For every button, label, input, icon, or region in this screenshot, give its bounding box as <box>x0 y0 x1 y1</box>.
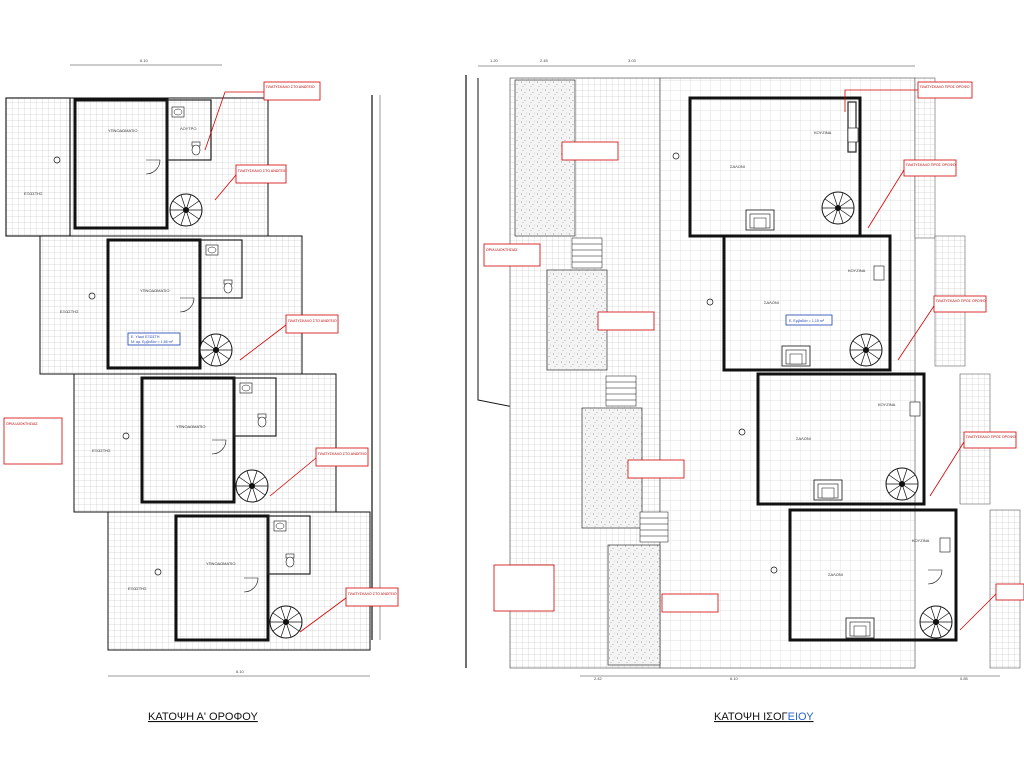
room-label-ground-3: ΣΑΛΟΝΙ <box>796 436 811 441</box>
blue-area-note-upper <box>127 332 181 346</box>
blue-area-note-ground <box>785 314 833 326</box>
upper-floor-plan: 6.10 ΥΠΝΟΔΩΜΑΤΙΟ ΛΟΥΤΡΟ ΕΞΩΣΤΗΣ ΥΠΝΟΔΩΜΑ… <box>3 58 399 723</box>
room-label-upper-4: ΥΠΝΟΔΩΜΑΤΙΟ <box>206 561 236 566</box>
blue-area-note-line2: Μ: αρ. Εμβαδόν = 1,65 m² <box>131 340 174 344</box>
svg-text:ΠΛΑΤΥΣΚΑΛΟ ΠΡΟΣ ΟΡΟΦΟ: ΠΛΑΤΥΣΚΑΛΟ ΠΡΟΣ ΟΡΟΦΟ <box>936 299 986 303</box>
dim-ground-top-3: 3.03 <box>628 58 637 63</box>
ground-note-1: ΠΛΑΤΥΣΚΑΛΟ ΠΡΟΣ ΟΡΟΦΟ <box>920 85 970 89</box>
dim-upper-bottom: 6.10 <box>236 669 245 674</box>
svg-text:ΠΛΑΤΥΣΚΑΛΟ ΣΤΟ ΑΝΩΓΕΙΟ: ΠΛΑΤΥΣΚΑΛΟ ΣΤΟ ΑΝΩΓΕΙΟ <box>318 452 367 456</box>
ground-floor-plan: 1.20 2.45 3.03 ΣΑΛΟΝΙ ΚΟΥΖΙΝΑ <box>465 58 1024 723</box>
kitchen-label-ground-1: ΚΟΥΖΙΝΑ <box>814 130 832 135</box>
blue-area-note-line1: Ε. Υλικό ΕΞΩΣΤΗ <box>131 335 160 339</box>
dim-ground-top-2: 2.45 <box>540 58 549 63</box>
caption-upper-floor: ΚΑΤΟΨΗ Α' ΟΡΟΦΟΥ <box>148 711 258 723</box>
dim-upper-top: 6.10 <box>140 58 149 63</box>
upper-red-annotations: ΠΛΑΤΥΣΚΑΛΟ ΣΤΟ ΑΝΩΓΕΙΟ ΠΛΑΤΥΣΚΑΛΟ ΣΤΟ ΑΝ… <box>3 81 399 633</box>
caption-ground-floor: ΚΑΤΟΨΗ ΙΣΟΓΕΙΟΥ <box>714 711 814 723</box>
bath-label-upper-1: ΛΟΥΤΡΟ <box>180 126 196 131</box>
room-label-ground-2: ΣΑΛΟΝΙ <box>764 300 779 305</box>
terrace-label-upper-2: ΕΞΩΣΤΗΣ <box>60 309 79 314</box>
dim-ground-bottom-2: 6.10 <box>730 676 739 681</box>
dim-ground-bottom-3: 0.85 <box>960 676 969 681</box>
ground-note-property: ΟΡΙΑ ΙΔΙΟΚΤΗΣΙΑΣ <box>486 248 518 252</box>
svg-text:ΠΛΑΤΥΣΚΑΛΟ ΠΡΟΣ ΟΡΟΦΟ: ΠΛΑΤΥΣΚΑΛΟ ΠΡΟΣ ΟΡΟΦΟ <box>966 435 1016 439</box>
room-label-upper-2: ΥΠΝΟΔΩΜΑΤΙΟ <box>140 288 170 293</box>
terrace-label-upper-4: ΕΞΩΣΤΗΣ <box>128 586 147 591</box>
terrace-label-upper-3: ΕΞΩΣΤΗΣ <box>92 448 111 453</box>
terrace-label-upper-1: ΕΞΩΣΤΗΣ <box>24 191 43 196</box>
dim-ground-bottom-1: 2.42 <box>594 676 603 681</box>
svg-text:ΠΛΑΤΥΣΚΑΛΟ ΣΤΟ ΑΝΩΓΕΙΟ: ΠΛΑΤΥΣΚΑΛΟ ΣΤΟ ΑΝΩΓΕΙΟ <box>288 319 337 323</box>
kitchen-label-ground-4: ΚΟΥΖΙΝΑ <box>912 538 930 543</box>
ground-red-annotations: ΠΛΑΤΥΣΚΑΛΟ ΠΡΟΣ ΟΡΟΦΟ ΠΛΑΤΥΣΚΑΛΟ ΠΡΟΣ ΟΡ… <box>483 81 1024 631</box>
room-label-ground-4: ΣΑΛΟΝΙ <box>828 572 843 577</box>
room-label-upper-1: ΥΠΝΟΔΩΜΑΤΙΟ <box>108 128 138 133</box>
room-label-ground-1: ΣΑΛΟΝΙ <box>730 164 745 169</box>
kitchen-label-ground-3: ΚΟΥΖΙΝΑ <box>878 402 896 407</box>
svg-text:ΠΛΑΤΥΣΚΑΛΟ ΣΤΟ ΑΝΩΓΕΙΟ: ΠΛΑΤΥΣΚΑΛΟ ΣΤΟ ΑΝΩΓΕΙΟ <box>348 592 397 596</box>
svg-text:ΠΛΑΤΥΣΚΑΛΟ ΠΡΟΣ ΟΡΟΦΟ: ΠΛΑΤΥΣΚΑΛΟ ΠΡΟΣ ΟΡΟΦΟ <box>906 163 956 167</box>
upper-note-1: ΠΛΑΤΥΣΚΑΛΟ ΣΤΟ ΑΝΩΓΕΙΟ <box>266 85 315 89</box>
svg-text:ΠΛΑΤΥΣΚΑΛΟ ΣΤΟ ΑΝΩΓΕΙΟ: ΠΛΑΤΥΣΚΑΛΟ ΣΤΟ ΑΝΩΓΕΙΟ <box>238 169 287 173</box>
kitchen-label-ground-2: ΚΟΥΖΙΝΑ <box>848 268 866 273</box>
dim-ground-top-1: 1.20 <box>490 58 499 63</box>
upper-note-property: ΟΡΙΑ ΙΔΙΟΚΤΗΣΙΑΣ <box>6 422 38 426</box>
room-label-upper-3: ΥΠΝΟΔΩΜΑΤΙΟ <box>176 424 206 429</box>
blue-area-note-ground-text: Ε. Εμβαδόν = 1,15 m² <box>789 319 825 323</box>
